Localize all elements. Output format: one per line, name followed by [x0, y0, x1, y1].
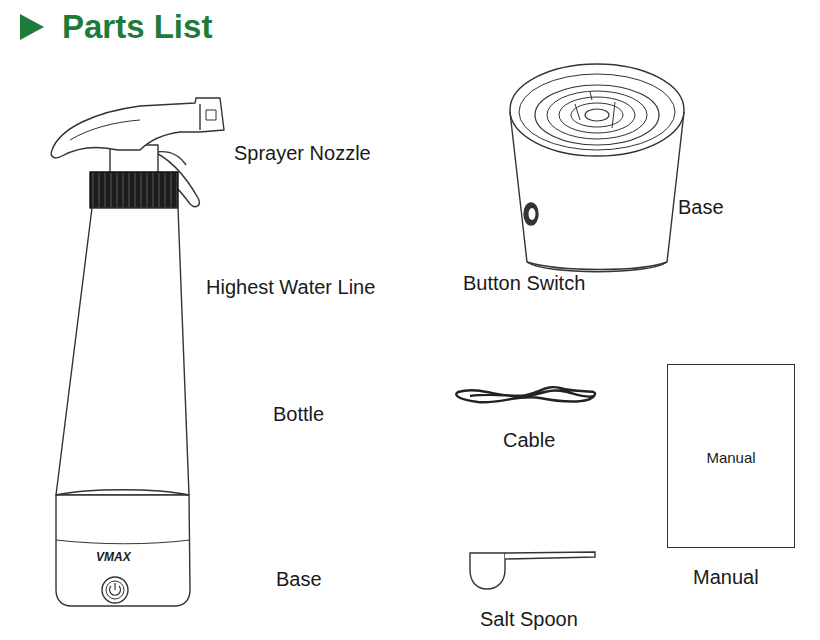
salt-spoon	[470, 552, 595, 589]
part-label: Button Switch	[463, 272, 585, 295]
part-label: Bottle	[273, 403, 324, 426]
part-label: Highest Water Line	[206, 276, 375, 299]
part-label: Base	[276, 568, 322, 591]
cable-coil	[456, 387, 595, 402]
part-label: Cable	[503, 429, 555, 452]
node-text: Manual	[668, 449, 794, 466]
page-title: Parts List	[62, 8, 212, 46]
part-label: Salt Spoon	[480, 608, 578, 631]
part-label: Base	[678, 196, 724, 219]
spray-bottle	[51, 98, 224, 606]
title-arrow	[20, 14, 44, 40]
part-label: Manual	[693, 566, 759, 589]
base-unit	[510, 64, 684, 272]
brand-logo: VMAX	[96, 551, 131, 565]
part-label: Sprayer Nozzle	[234, 142, 371, 165]
manual-booklet: Manual	[667, 364, 795, 548]
